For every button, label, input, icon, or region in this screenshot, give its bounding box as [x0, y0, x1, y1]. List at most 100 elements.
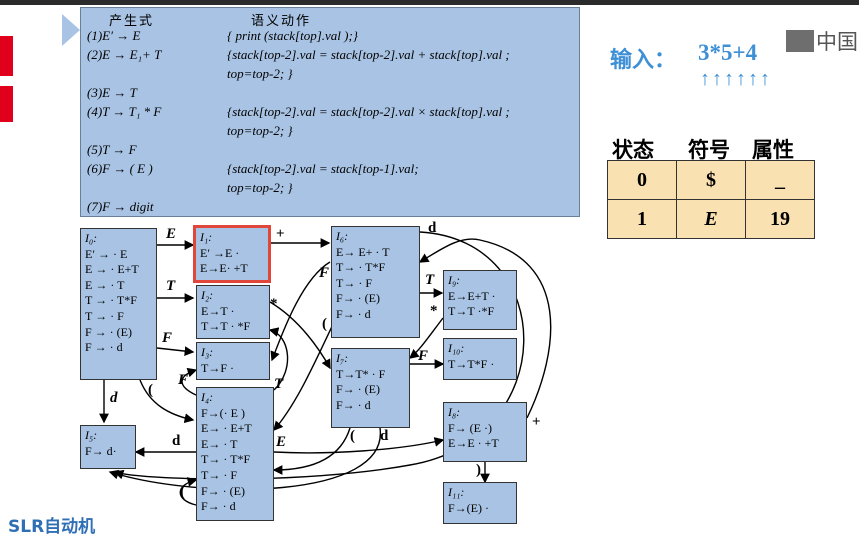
state-title: I₈: [448, 405, 461, 419]
table-cell: 19 [745, 199, 815, 239]
lr-item: F→ · (E) [336, 382, 380, 397]
lr-item: F→(E) · [448, 500, 489, 515]
state-i8[interactable]: I₈:F→ (E ·)E→E · +T [443, 402, 527, 462]
lr-item: T→T*F · [448, 356, 495, 371]
state-title: I₁₁: [448, 485, 465, 499]
production-rule: (7)F → digit [87, 199, 154, 214]
edge-label: + [276, 226, 285, 242]
lr-item: T → · F [85, 308, 124, 323]
edge-label: E [166, 226, 177, 242]
stack-header-state: 状态 [612, 138, 654, 162]
input-label: 输入： [610, 48, 677, 73]
edge-label: + [532, 414, 541, 430]
side-tab[interactable] [0, 86, 13, 122]
edge-i0-i3 [156, 346, 195, 356]
lr-item: E′ →E · [200, 245, 240, 260]
edge-label: * [270, 296, 278, 312]
edge-label: T [274, 376, 284, 392]
table-row: 1 E 19 [607, 199, 815, 239]
state-i10[interactable]: I₁₀:T→T*F · [443, 338, 517, 380]
lr-item: E→ · T [201, 436, 238, 451]
production-rule: (3)E → T [87, 85, 137, 100]
edge-i4-i4 [179, 477, 198, 506]
production-rule: (6)F → ( E ) [87, 161, 153, 176]
table-cell: $ [676, 160, 746, 200]
lr-item: E→T · [201, 303, 235, 318]
edge-i4-i2 [268, 327, 289, 391]
edge-i9-i7 [408, 317, 444, 359]
input-pointer-arrows: ↑↑↑↑↑↑ [700, 68, 772, 90]
semantic-action: {stack[top-2].val = stack[top-2].val + s… [227, 47, 510, 62]
lr-item: E→ · E+T [201, 421, 252, 436]
action-header: 语义动作 [251, 13, 312, 28]
semantic-action: top=top-2; } [227, 123, 293, 138]
logo-text: 中国 [816, 30, 858, 54]
state-i9[interactable]: I₉:E→E+T ·T→T ·*F [443, 270, 517, 330]
edge-label: ( [180, 484, 185, 500]
lr-item: T→ · F [336, 275, 372, 290]
state-title: I₆: [336, 229, 349, 243]
edge-label: F [418, 348, 429, 364]
edge-i7-i4 [272, 427, 351, 475]
lr-item: T→ · F [201, 467, 237, 482]
table-cell: E [676, 199, 746, 239]
state-i2[interactable]: I₂:E→T ·T→T · *F [196, 285, 270, 339]
state-i3[interactable]: I₃:T→F · [196, 342, 270, 380]
state-title: I₁: [200, 230, 213, 244]
lr-item: T→T · *F [201, 319, 251, 334]
production-rule: (5)T → F [87, 142, 137, 157]
lr-item: T→T* · F [336, 366, 386, 381]
lr-item: F→ d· [85, 443, 117, 458]
edge-i2-i7 [269, 301, 331, 370]
production-header: 产生式 [109, 13, 155, 28]
pointer-arrow [62, 14, 80, 46]
lr-item: F→ · d [336, 397, 371, 412]
lr-item: E → · E+T [85, 262, 139, 277]
edge-label: d [172, 433, 181, 449]
state-i11[interactable]: I₁₁:F→(E) · [443, 482, 517, 524]
parse-stack-table: 0 $ _ 1 E 19 [607, 160, 815, 239]
lr-item: F→ · (E) [201, 483, 245, 498]
lr-item: F → · (E) [85, 324, 132, 339]
edge-label: T [166, 278, 176, 294]
edge-i8-i6 [418, 238, 552, 419]
edge-label: d [428, 220, 437, 236]
edge-i0-i4 [139, 379, 195, 424]
state-i1[interactable]: I₁:E′ →E ·E→E· +T [193, 225, 271, 283]
edge-label: E [276, 434, 287, 450]
state-title: I₉: [448, 273, 461, 287]
edge-label: ( [350, 428, 355, 444]
production-rule: (4)T → T₁ * F [87, 104, 162, 119]
state-title: I₂: [201, 288, 214, 302]
edge-label: F [319, 265, 330, 281]
lr-item: F→ · (E) [336, 291, 380, 306]
production-rule: (1)E′ → E [87, 28, 141, 43]
lr-item: E→E · +T [448, 436, 499, 451]
top-bar [0, 0, 859, 5]
lr-item: T → · T*F [85, 293, 137, 308]
state-title: I₄: [201, 390, 214, 404]
logo-icon [786, 30, 814, 52]
lr-item: E′ → · E [85, 246, 128, 261]
lr-item: T→ · T*F [201, 452, 251, 467]
state-title: I₅: [85, 428, 98, 442]
lr-item: E → · T [85, 277, 125, 292]
lr-item: F→ · d [201, 499, 236, 514]
state-i5[interactable]: I₅:F→ d· [80, 425, 136, 469]
state-title: I₁₀: [448, 341, 465, 355]
semantic-action: { print (stack[top].val );} [227, 28, 358, 43]
side-tab[interactable] [0, 36, 13, 76]
lr-item: E→E· +T [200, 261, 248, 276]
edge-label: T [425, 272, 435, 288]
table-row: 0 $ _ [607, 160, 815, 200]
stack-header-attr: 属性 [752, 138, 794, 162]
grammar-panel: 产生式 语义动作 (1)E′ → E { print (stack[top].va… [80, 7, 580, 217]
edge-label: * [430, 303, 438, 319]
semantic-action: top=top-2; } [227, 66, 293, 81]
lr-item: T→ · T*F [336, 260, 386, 275]
edge-i4-i3 [181, 367, 198, 396]
